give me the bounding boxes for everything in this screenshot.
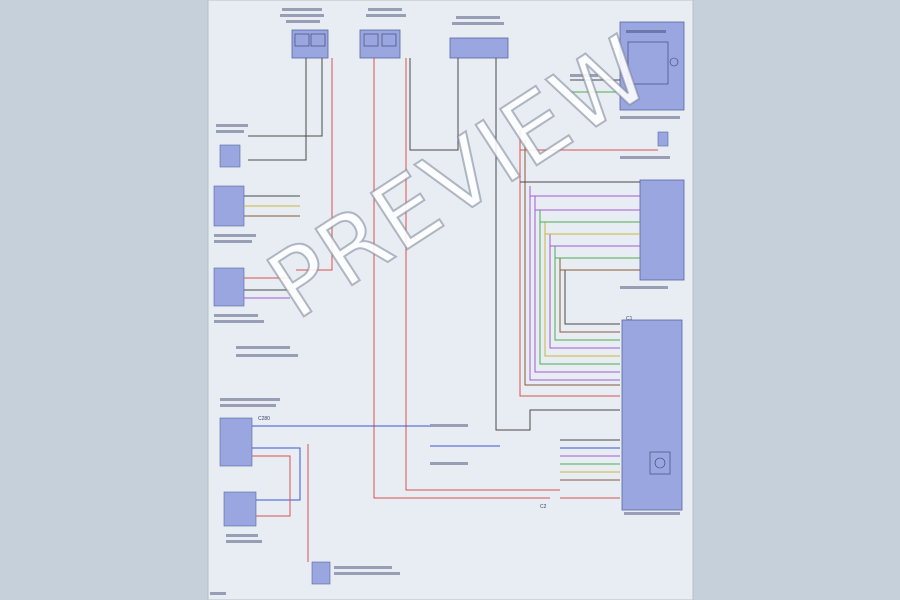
connector-label-c280: C280 bbox=[258, 416, 270, 422]
wires bbox=[244, 58, 658, 562]
connector-label-c1: C1 bbox=[626, 316, 633, 322]
illegible-label-blocks bbox=[210, 8, 680, 595]
left-modules bbox=[213, 144, 331, 585]
connector-label-c2: C2 bbox=[540, 504, 547, 510]
fuse-relay-boxes bbox=[291, 29, 509, 59]
right-modules bbox=[619, 21, 685, 511]
